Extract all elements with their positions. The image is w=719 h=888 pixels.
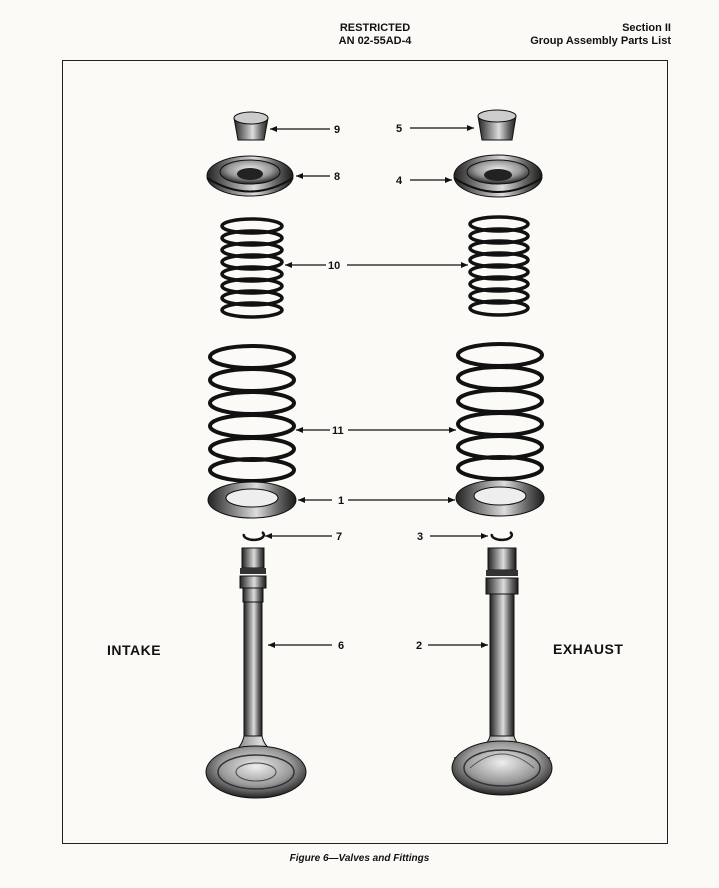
header-center: RESTRICTED AN 02-55AD-4 (300, 22, 450, 48)
exhaust-spring-seat-washer (455, 479, 545, 517)
callout-10: 10 (328, 260, 340, 272)
callout-11: 11 (332, 425, 344, 437)
section-label: Section II (622, 22, 671, 34)
exhaust-valve-key (477, 109, 517, 141)
figure-caption: Figure 6—Valves and Fittings (289, 853, 430, 864)
exhaust-outer-spring (456, 342, 544, 481)
callout-7: 7 (336, 531, 342, 543)
callout-6: 6 (338, 640, 344, 652)
callout-3: 3 (417, 531, 423, 543)
leader-lines (265, 127, 488, 646)
exhaust-snap-ring (490, 530, 514, 542)
classification-label: RESTRICTED (339, 22, 411, 34)
intake-label: INTAKE (107, 642, 162, 658)
exhaust-inner-spring (468, 215, 530, 317)
callout-8: 8 (334, 171, 340, 183)
exhaust-valve (451, 547, 553, 796)
figure-frame (62, 60, 668, 844)
callout-2: 2 (416, 640, 422, 652)
intake-valve-key (233, 111, 269, 141)
intake-inner-spring (220, 217, 284, 319)
exhaust-spring-retainer (453, 154, 543, 198)
intake-outer-spring (208, 344, 296, 483)
document-number: AN 02-55AD-4 (338, 35, 412, 47)
intake-spring-seat-washer (207, 481, 297, 519)
intake-snap-ring (242, 530, 266, 542)
intake-valve (205, 547, 307, 799)
callout-4: 4 (396, 175, 403, 187)
callout-1: 1 (338, 495, 344, 507)
header-right: Section II Group Assembly Parts List (530, 22, 671, 48)
exhaust-label: EXHAUST (553, 641, 624, 657)
section-title: Group Assembly Parts List (530, 35, 671, 47)
callout-5: 5 (396, 123, 402, 135)
callout-9: 9 (334, 124, 340, 136)
leader-arrowheads (265, 125, 488, 648)
intake-spring-retainer (206, 155, 294, 197)
